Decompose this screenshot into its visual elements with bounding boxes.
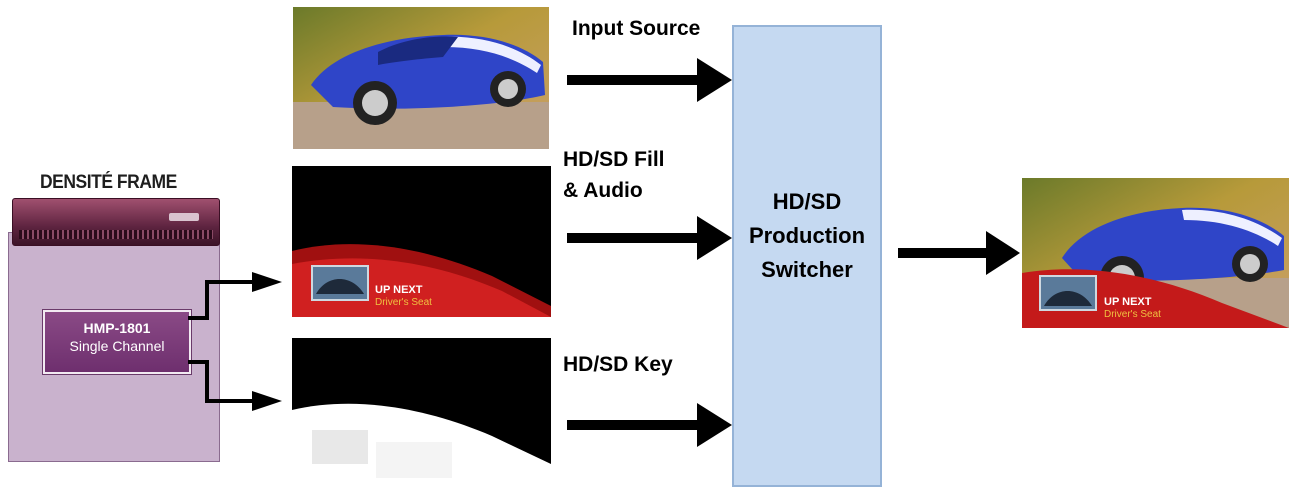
densite-frame-title: DENSITÉ FRAME [40,172,177,193]
key-label: HD/SD Key [563,353,673,376]
module-to-key-arrowhead [252,391,282,411]
production-switcher-box [732,25,882,487]
module-to-fill-arrow [188,280,255,320]
output-subtitle-text: Driver's Seat [1104,309,1161,320]
switcher-label: HD/SD Production Switcher [732,185,882,287]
input-source-label: Input Source [572,17,701,40]
module-description: Single Channel [69,338,165,354]
fill-image: UP NEXT Driver's Seat [292,166,551,317]
output-up-next-text: UP NEXT [1104,296,1152,308]
fill-audio-label-line2: & Audio [563,179,643,202]
fill-audio-label-line1: HD/SD Fill [563,148,665,171]
switcher-label-line2: Production [748,223,866,248]
switcher-label-line1: HD/SD [772,189,842,214]
module-to-key-arrow [188,360,255,403]
input-source-image [293,7,549,149]
fill-up-next-text: UP NEXT [375,284,423,296]
output-image: UP NEXT Driver's Seat [1022,178,1289,328]
module-name: HMP-1801 [83,320,151,336]
key-image [292,338,551,482]
switcher-label-line3: Switcher [761,257,853,282]
module-to-fill-arrowhead [252,272,282,292]
hmp-1801-module: HMP-1801 Single Channel [43,310,191,374]
frame-chassis-image [12,198,220,246]
fill-subtitle-text: Driver's Seat [375,297,432,308]
